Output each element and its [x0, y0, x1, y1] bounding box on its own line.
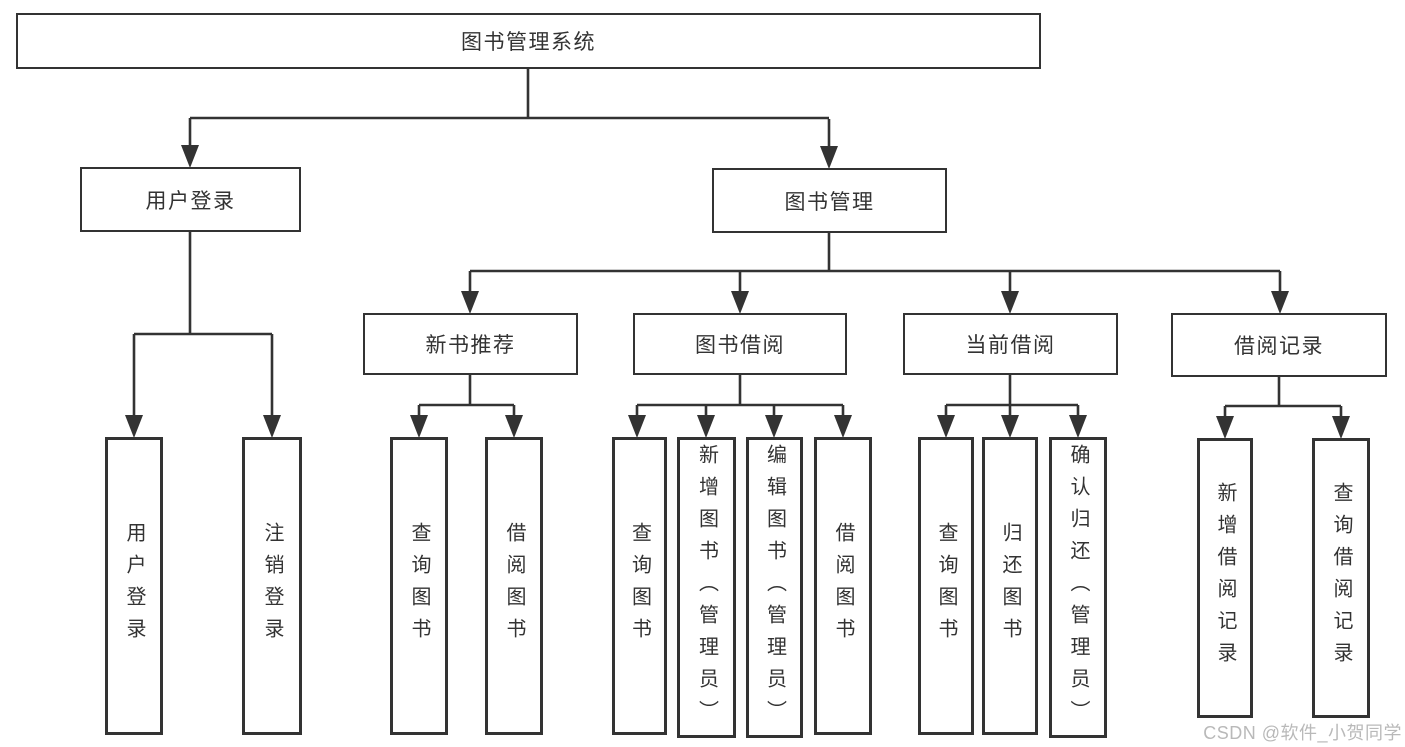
- node-book-borrowing: 图书借阅: [633, 313, 847, 375]
- node-library-system: 图书管理系统: [16, 13, 1041, 69]
- leaf-logout: 注销登录: [242, 437, 302, 735]
- leaf-borrow-books: 借阅图书: [814, 437, 872, 735]
- leaf-query-books-borrow-label: 查询图书: [628, 522, 651, 650]
- leaf-edit-books-admin-label: 编辑图书（管理员）: [763, 443, 786, 732]
- node-current-borrowing: 当前借阅: [903, 313, 1118, 375]
- node-new-book-recommend: 新书推荐: [363, 313, 578, 375]
- leaf-borrow-books-recommend: 借阅图书: [485, 437, 543, 735]
- leaf-logout-label: 注销登录: [261, 522, 283, 650]
- leaf-borrow-books-recommend-label: 借阅图书: [503, 522, 525, 650]
- leaf-query-books-current-label: 查询图书: [935, 522, 957, 650]
- leaf-query-books-recommend: 查询图书: [390, 437, 448, 735]
- leaf-query-books-borrow: 查询图书: [612, 437, 667, 735]
- leaf-query-borrow-record: 查询借阅记录: [1312, 438, 1370, 718]
- leaf-add-borrow-record: 新增借阅记录: [1197, 438, 1253, 718]
- leaf-add-borrow-record-label: 新增借阅记录: [1214, 482, 1236, 674]
- leaf-add-books-admin: 新增图书（管理员）: [677, 437, 736, 738]
- leaf-confirm-return-admin-label: 确认归还（管理员）: [1067, 443, 1089, 732]
- csdn-watermark: CSDN @软件_小贺同学: [1203, 723, 1402, 743]
- leaf-user-login-label: 用户登录: [123, 522, 145, 650]
- leaf-borrow-books-label: 借阅图书: [832, 522, 854, 650]
- leaf-query-books-current: 查询图书: [918, 437, 974, 735]
- node-book-management: 图书管理: [712, 168, 947, 233]
- leaf-edit-books-admin: 编辑图书（管理员）: [746, 437, 803, 738]
- leaf-return-books-label: 归还图书: [999, 522, 1021, 650]
- leaf-return-books: 归还图书: [982, 437, 1038, 735]
- leaf-add-books-admin-label: 新增图书（管理员）: [695, 443, 718, 732]
- leaf-user-login: 用户登录: [105, 437, 163, 735]
- node-borrowing-records: 借阅记录: [1171, 313, 1387, 377]
- leaf-query-books-recommend-label: 查询图书: [408, 522, 430, 650]
- leaf-query-borrow-record-label: 查询借阅记录: [1330, 482, 1352, 674]
- leaf-confirm-return-admin: 确认归还（管理员）: [1049, 437, 1107, 738]
- node-user-login: 用户登录: [80, 167, 301, 232]
